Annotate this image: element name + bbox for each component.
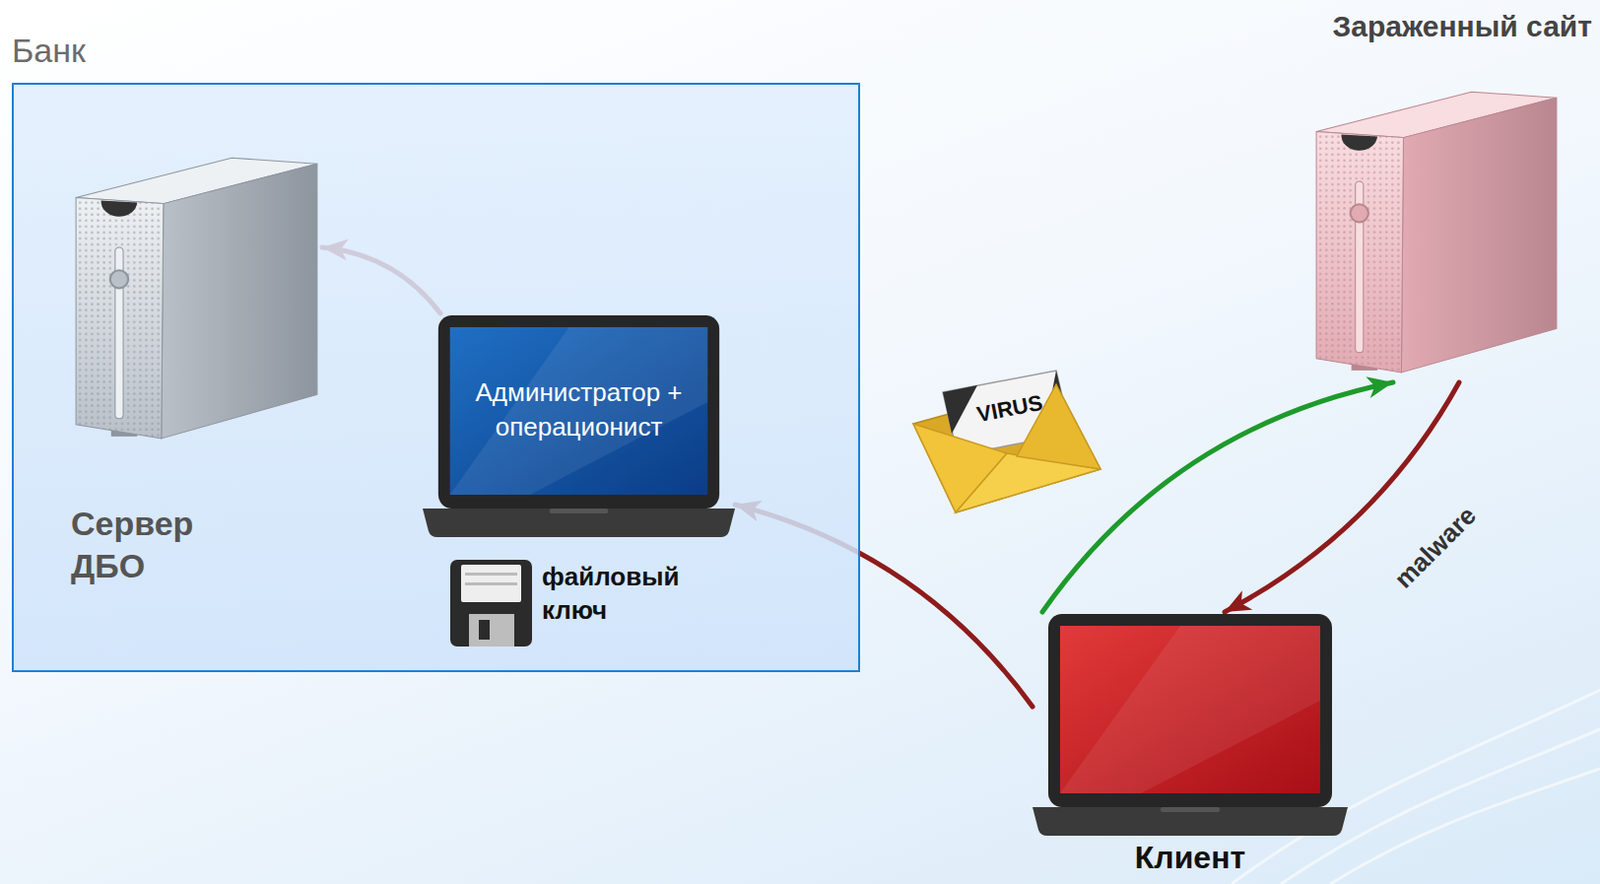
floppy-node: файловый ключ <box>449 558 714 648</box>
server-label-holder: Сервер ДБО <box>70 502 219 587</box>
region-heading: Банк <box>11 31 86 70</box>
client-node: Клиент <box>1032 611 1348 877</box>
site-heading-holder: Зараженный сайт <box>1273 9 1593 44</box>
key-label: файловый ключ <box>541 560 710 628</box>
region-node: БанкСервер ДБОАдминистратор + операциони… <box>11 82 861 672</box>
curved-arrow <box>1042 382 1394 612</box>
edge-label-holder: malware <box>1388 500 1483 596</box>
server-node: Сервер ДБО <box>70 139 323 591</box>
virus-envelope <box>913 370 1101 513</box>
client-label-holder: Клиент <box>1032 840 1348 875</box>
server-icon <box>70 139 323 449</box>
client-label: Клиент <box>1134 840 1246 875</box>
region-title: Банк <box>11 31 86 70</box>
server-label: Сервер ДБО <box>70 502 219 587</box>
laptop-node: Администратор + операционист <box>422 313 735 538</box>
infected-server-icon <box>1311 73 1562 383</box>
site-node: Зараженный сайт <box>1273 9 1593 383</box>
floppy-icon <box>449 558 534 648</box>
site-heading: Зараженный сайт <box>1332 9 1593 44</box>
screen-text: Администратор + операционист <box>456 375 702 445</box>
edge-label: malware <box>1388 500 1483 596</box>
client-laptop-icon <box>1032 611 1348 837</box>
key-label-holder: файловый ключ <box>541 560 710 628</box>
screen-text-holder: Администратор + операционист <box>456 331 702 489</box>
